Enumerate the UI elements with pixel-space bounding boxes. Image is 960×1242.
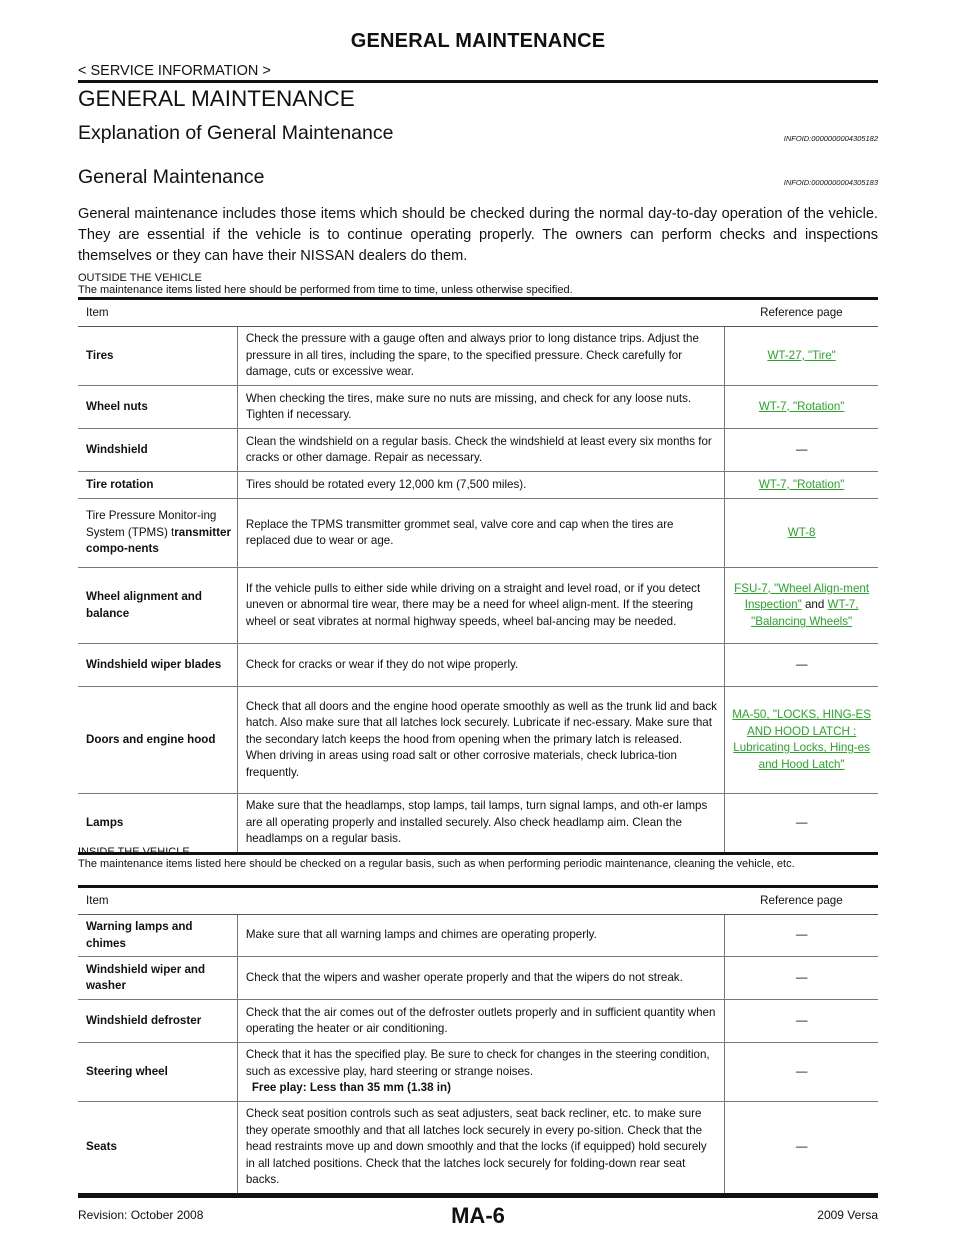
table-row: Windshield wiper blades Check for cracks… <box>78 643 878 687</box>
item-cell: Windshield wiper blades <box>78 643 238 687</box>
column-header-reference: Reference page <box>724 886 878 915</box>
footer-revision: Revision: October 2008 <box>78 1208 204 1222</box>
item-text-bold: ransmitter compo-nents <box>86 525 231 556</box>
inside-maintenance-table: Item Reference page Warning lamps and ch… <box>78 885 878 1196</box>
description-cell: If the vehicle pulls to either side whil… <box>236 567 725 644</box>
reference-cell: — <box>724 1101 878 1194</box>
description-text: Check that it has the specified play. Be… <box>245 1048 710 1078</box>
reference-cell: — <box>724 956 878 1000</box>
description-cell: Check that it has the specified play. Be… <box>236 1042 725 1102</box>
description-cell: Tires should be rotated every 12,000 km … <box>236 471 725 499</box>
description-text-2: When driving in areas using road salt or… <box>245 749 677 779</box>
item-cell: Steering wheel <box>78 1042 238 1102</box>
description-text: Check that all doors and the engine hood… <box>245 699 717 746</box>
description-cell: Replace the TPMS transmitter grommet sea… <box>236 498 725 568</box>
item-text-normal: Tire Pressure Monitor-ing System (TPMS) … <box>86 509 217 539</box>
item-cell: Tire rotation <box>78 471 238 499</box>
spec-free-play: Free play: Less than 35 mm (1.38 in) <box>251 1081 451 1095</box>
outside-description: The maintenance items listed here should… <box>78 284 573 296</box>
reference-link[interactable]: WT-7, "Balancing Wheels" <box>751 598 859 628</box>
table-row: Steering wheel Check that it has the spe… <box>78 1042 878 1102</box>
reference-cell: MA-50, "LOCKS, HING-ES AND HOOD LATCH : … <box>724 686 878 794</box>
table-row: Warning lamps and chimes Make sure that … <box>78 914 878 957</box>
outside-maintenance-table: Item Reference page Tires Check the pres… <box>78 297 878 855</box>
reference-cell: — <box>724 428 878 472</box>
item-cell: Wheel nuts <box>78 385 238 429</box>
infoid-explanation: INFOID:0000000004305182 <box>783 134 878 143</box>
description-cell: Check the pressure with a gauge often an… <box>236 326 725 386</box>
table-header-row: Item Reference page <box>78 298 878 327</box>
table-row: Windshield wiper and washer Check that t… <box>78 956 878 1000</box>
item-cell: Windshield wiper and washer <box>78 956 238 1000</box>
item-cell: Windshield <box>78 428 238 472</box>
description-cell: Check that the air comes out of the defr… <box>236 999 725 1043</box>
item-cell: Tires <box>78 326 238 386</box>
table-row: Lamps Make sure that the headlamps, stop… <box>78 793 878 853</box>
table-row: Tires Check the pressure with a gauge of… <box>78 326 878 386</box>
footer-model: 2009 Versa <box>817 1208 878 1222</box>
description-cell: Check that the wipers and washer operate… <box>236 956 725 1000</box>
reference-link[interactable]: WT-7, "Rotation" <box>758 477 845 491</box>
section-title-general: General Maintenance <box>78 166 265 188</box>
table-row: Windshield defroster Check that the air … <box>78 999 878 1043</box>
reference-cell: WT-7, "Rotation" <box>724 385 878 429</box>
item-cell: Seats <box>86 1140 117 1153</box>
reference-cell: — <box>724 1042 878 1102</box>
item-cell: Lamps <box>86 815 124 829</box>
table-row: Tire rotation Tires should be rotated ev… <box>78 471 878 499</box>
reference-cell: WT-27, "Tire" <box>724 326 878 386</box>
description-cell: Check that all doors and the engine hood… <box>236 686 725 794</box>
header-rule <box>78 80 878 83</box>
description-cell: Check for cracks or wear if they do not … <box>236 643 725 687</box>
section-title-explanation: Explanation of General Maintenance <box>78 122 394 144</box>
table-row: Windshield Clean the windshield on a reg… <box>78 428 878 472</box>
table-row: Doors and engine hood Check that all doo… <box>78 686 878 794</box>
description-cell: Clean the windshield on a regular basis.… <box>236 428 725 472</box>
item-cell: Tire Pressure Monitor-ing System (TPMS) … <box>78 498 238 568</box>
reference-link[interactable]: WT-7, "Rotation" <box>758 399 845 413</box>
table-row: Tire Pressure Monitor-ing System (TPMS) … <box>78 498 878 568</box>
reference-link[interactable]: WT-27, "Tire" <box>767 348 836 362</box>
table-row: Wheel alignment and balance If the vehic… <box>78 567 878 644</box>
outside-heading: OUTSIDE THE VEHICLE <box>78 272 202 284</box>
description-cell: Make sure that all warning lamps and chi… <box>236 914 725 957</box>
reference-cell: WT-7, "Rotation" <box>724 471 878 499</box>
infoid-general: INFOID:0000000004305183 <box>783 178 878 187</box>
intro-paragraph: General maintenance includes those items… <box>78 206 878 264</box>
table-header-row: Item Reference page <box>78 886 878 915</box>
footer-page-number: MA-6 <box>451 1203 505 1228</box>
column-header-item: Item <box>78 886 725 915</box>
reference-link[interactable]: MA-50, "LOCKS, HING-ES AND HOOD LATCH : … <box>732 708 871 771</box>
reference-and: and <box>801 598 828 612</box>
item-cell: Wheel alignment and balance <box>78 567 238 644</box>
reference-cell: — <box>724 999 878 1043</box>
reference-link[interactable]: FSU-7, "Wheel Align-ment Inspection" <box>734 581 870 612</box>
reference-cell: — <box>724 914 878 957</box>
item-cell: Warning lamps and chimes <box>78 914 238 957</box>
page-title: GENERAL MAINTENANCE <box>78 86 355 111</box>
inside-heading: INSIDE THE VEHICLE <box>78 846 190 858</box>
table-row: Wheel nuts When checking the tires, make… <box>78 385 878 429</box>
reference-cell: — <box>724 793 878 853</box>
reference-link[interactable]: WT-8 <box>787 525 816 539</box>
description-cell: When checking the tires, make sure no nu… <box>236 385 725 429</box>
description-cell: Check seat position controls such as sea… <box>236 1101 725 1194</box>
column-header-item: Item <box>78 298 725 327</box>
reference-cell: WT-8 <box>724 498 878 568</box>
reference-cell: FSU-7, "Wheel Align-ment Inspection" and… <box>724 567 878 644</box>
reference-cell: — <box>724 643 878 687</box>
footer-rule <box>78 1196 878 1198</box>
item-cell: Windshield defroster <box>78 999 238 1043</box>
table-row: Seats Check seat position controls such … <box>78 1101 878 1194</box>
section-tag: < SERVICE INFORMATION > <box>78 63 271 79</box>
inside-description: The maintenance items listed here should… <box>78 858 795 870</box>
column-header-reference: Reference page <box>724 298 878 327</box>
running-header-title: GENERAL MAINTENANCE <box>350 30 606 52</box>
item-cell: Doors and engine hood <box>78 686 238 794</box>
description-cell: Make sure that the headlamps, stop lamps… <box>236 793 725 853</box>
